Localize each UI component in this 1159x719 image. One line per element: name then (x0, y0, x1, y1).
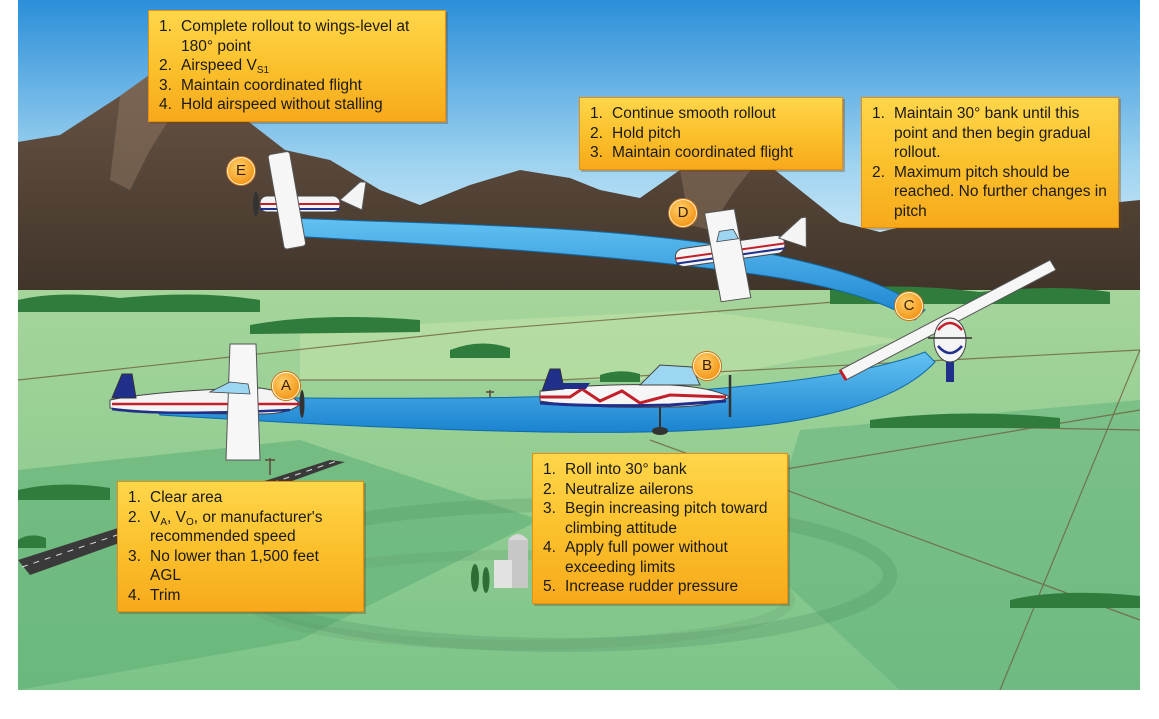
callout-b-item: 4. Apply full power without exceeding lim… (543, 538, 777, 577)
callout-c-item: 2. Maximum pitch should be reached. No fu… (872, 163, 1108, 222)
item-text: Maintain coordinated flight (612, 144, 793, 161)
airplane-e (253, 151, 367, 250)
callout-e-item: 3. Maintain coordinated flight (159, 76, 435, 96)
item-text: Hold pitch (612, 124, 681, 142)
road-center-line (21, 460, 338, 568)
callout-d-list: 1. Continue smooth rollout 2. Hold pitch 3… (590, 104, 832, 163)
item-text: Continue smooth rollout (612, 105, 776, 122)
callout-b-list: 1. Roll into 30° bank 2. Neutralize ailero… (543, 460, 777, 597)
item-text: Hold airspeed without stalling (181, 96, 383, 113)
tree-lines (18, 286, 1140, 608)
callout-b-item: 1. Roll into 30° bank (543, 460, 777, 480)
item-text: Roll into 30° bank (565, 461, 687, 478)
callout-e-item: 2. Airspeed VS1 (159, 56, 435, 76)
callout-a-item: 2. VA, VO, or manufacturer's recommended … (128, 508, 353, 547)
callout-a-list: 1. Clear area 2. VA, VO, or manufacturer's… (128, 488, 353, 605)
silo-and-barn (471, 534, 528, 593)
point-label-a: A (272, 372, 300, 400)
airplane-d (674, 208, 807, 303)
item-number: 5. (543, 578, 556, 595)
callout-d-item: 2. Hold pitch (590, 124, 832, 144)
callout-b-item: 2. Neutralize ailerons (543, 480, 777, 500)
point-label-b: B (693, 352, 721, 380)
item-number: 4. (128, 586, 141, 604)
item-number: 1. (128, 489, 141, 506)
callout-e-item: 1. Complete rollout to wings-level at 180… (159, 17, 435, 56)
callout-d: 1. Continue smooth rollout 2. Hold pitch 3… (579, 97, 843, 170)
callout-a-item: 4. Trim (128, 586, 353, 606)
item-text: Airspeed V (181, 57, 257, 74)
item-subscript: A (160, 516, 168, 528)
item-number: 2. (543, 480, 556, 498)
item-text: Neutralize ailerons (565, 480, 694, 498)
airplane-c (838, 259, 1057, 382)
item-number: 2. (128, 508, 141, 526)
item-number: 2. (590, 124, 603, 142)
point-label-e: E (227, 157, 255, 185)
mountain-ridge-light-2 (680, 150, 760, 230)
item-number: 1. (590, 105, 603, 122)
item-text: Apply full power without exceeding limit… (565, 539, 728, 576)
airplane-b (539, 364, 732, 435)
item-text-v: V (150, 508, 161, 526)
item-number: 1. (159, 18, 172, 35)
point-label-d: D (669, 199, 697, 227)
item-number: 2. (159, 57, 172, 74)
callout-b-item: 5. Increase rudder pressure (543, 577, 777, 597)
flight-path-upper (289, 217, 926, 321)
airplane-a (109, 343, 305, 461)
callout-c-list: 1. Maintain 30° bank until this point and… (872, 104, 1108, 221)
item-subscript: S1 (256, 65, 270, 76)
item-number: 1. (543, 461, 556, 478)
callout-e-item: 4. Hold airspeed without stalling (159, 95, 435, 115)
item-text: Maximum pitch should be reached. No furt… (894, 163, 1107, 220)
callout-a-item: 1. Clear area (128, 488, 353, 508)
item-text: , or manufacturer's recommended speed (150, 508, 323, 546)
item-subscript: O (185, 516, 194, 528)
item-text: Maintain 30° bank until this point and t… (894, 105, 1091, 161)
callout-d-item: 3. Maintain coordinated flight (590, 143, 832, 163)
callout-c-item: 1. Maintain 30° bank until this point and… (872, 104, 1108, 163)
item-text: Begin increasing pitch toward climbing a… (565, 500, 768, 537)
item-number: 3. (128, 547, 141, 565)
item-text: Complete rollout to wings-level at 180° … (181, 18, 410, 55)
item-text: Increase rudder pressure (565, 578, 739, 595)
callout-d-item: 1. Continue smooth rollout (590, 104, 832, 124)
item-number: 3. (159, 76, 172, 94)
callout-a: 1. Clear area 2. VA, VO, or manufacturer's… (117, 481, 364, 612)
item-number: 2. (872, 163, 885, 181)
callout-c: 1. Maintain 30° bank until this point and… (861, 97, 1119, 228)
item-text: No lower than 1,500 feet AGL (150, 547, 319, 585)
item-text: Maintain coordinated flight (181, 76, 362, 94)
field-dark-patch-2 (760, 400, 1140, 690)
callout-e-list: 1. Complete rollout to wings-level at 180… (159, 17, 435, 115)
item-number: 4. (543, 539, 556, 556)
item-number: 1. (872, 105, 885, 122)
item-number: 4. (159, 96, 172, 113)
flight-path-lower (149, 351, 936, 433)
point-label-c: C (895, 292, 923, 320)
item-number: 3. (543, 500, 556, 517)
item-text: Trim (150, 586, 181, 604)
item-number: 3. (590, 144, 603, 161)
callout-a-item: 3. No lower than 1,500 feet AGL (128, 547, 353, 586)
field-light-patch (300, 310, 900, 380)
callout-b-item: 3. Begin increasing pitch toward climbing… (543, 499, 777, 538)
callout-e: 1. Complete rollout to wings-level at 180… (148, 10, 446, 122)
item-text: Clear area (150, 489, 223, 506)
item-text-v: , V (167, 508, 186, 526)
callout-b: 1. Roll into 30° bank 2. Neutralize ailero… (532, 453, 788, 604)
